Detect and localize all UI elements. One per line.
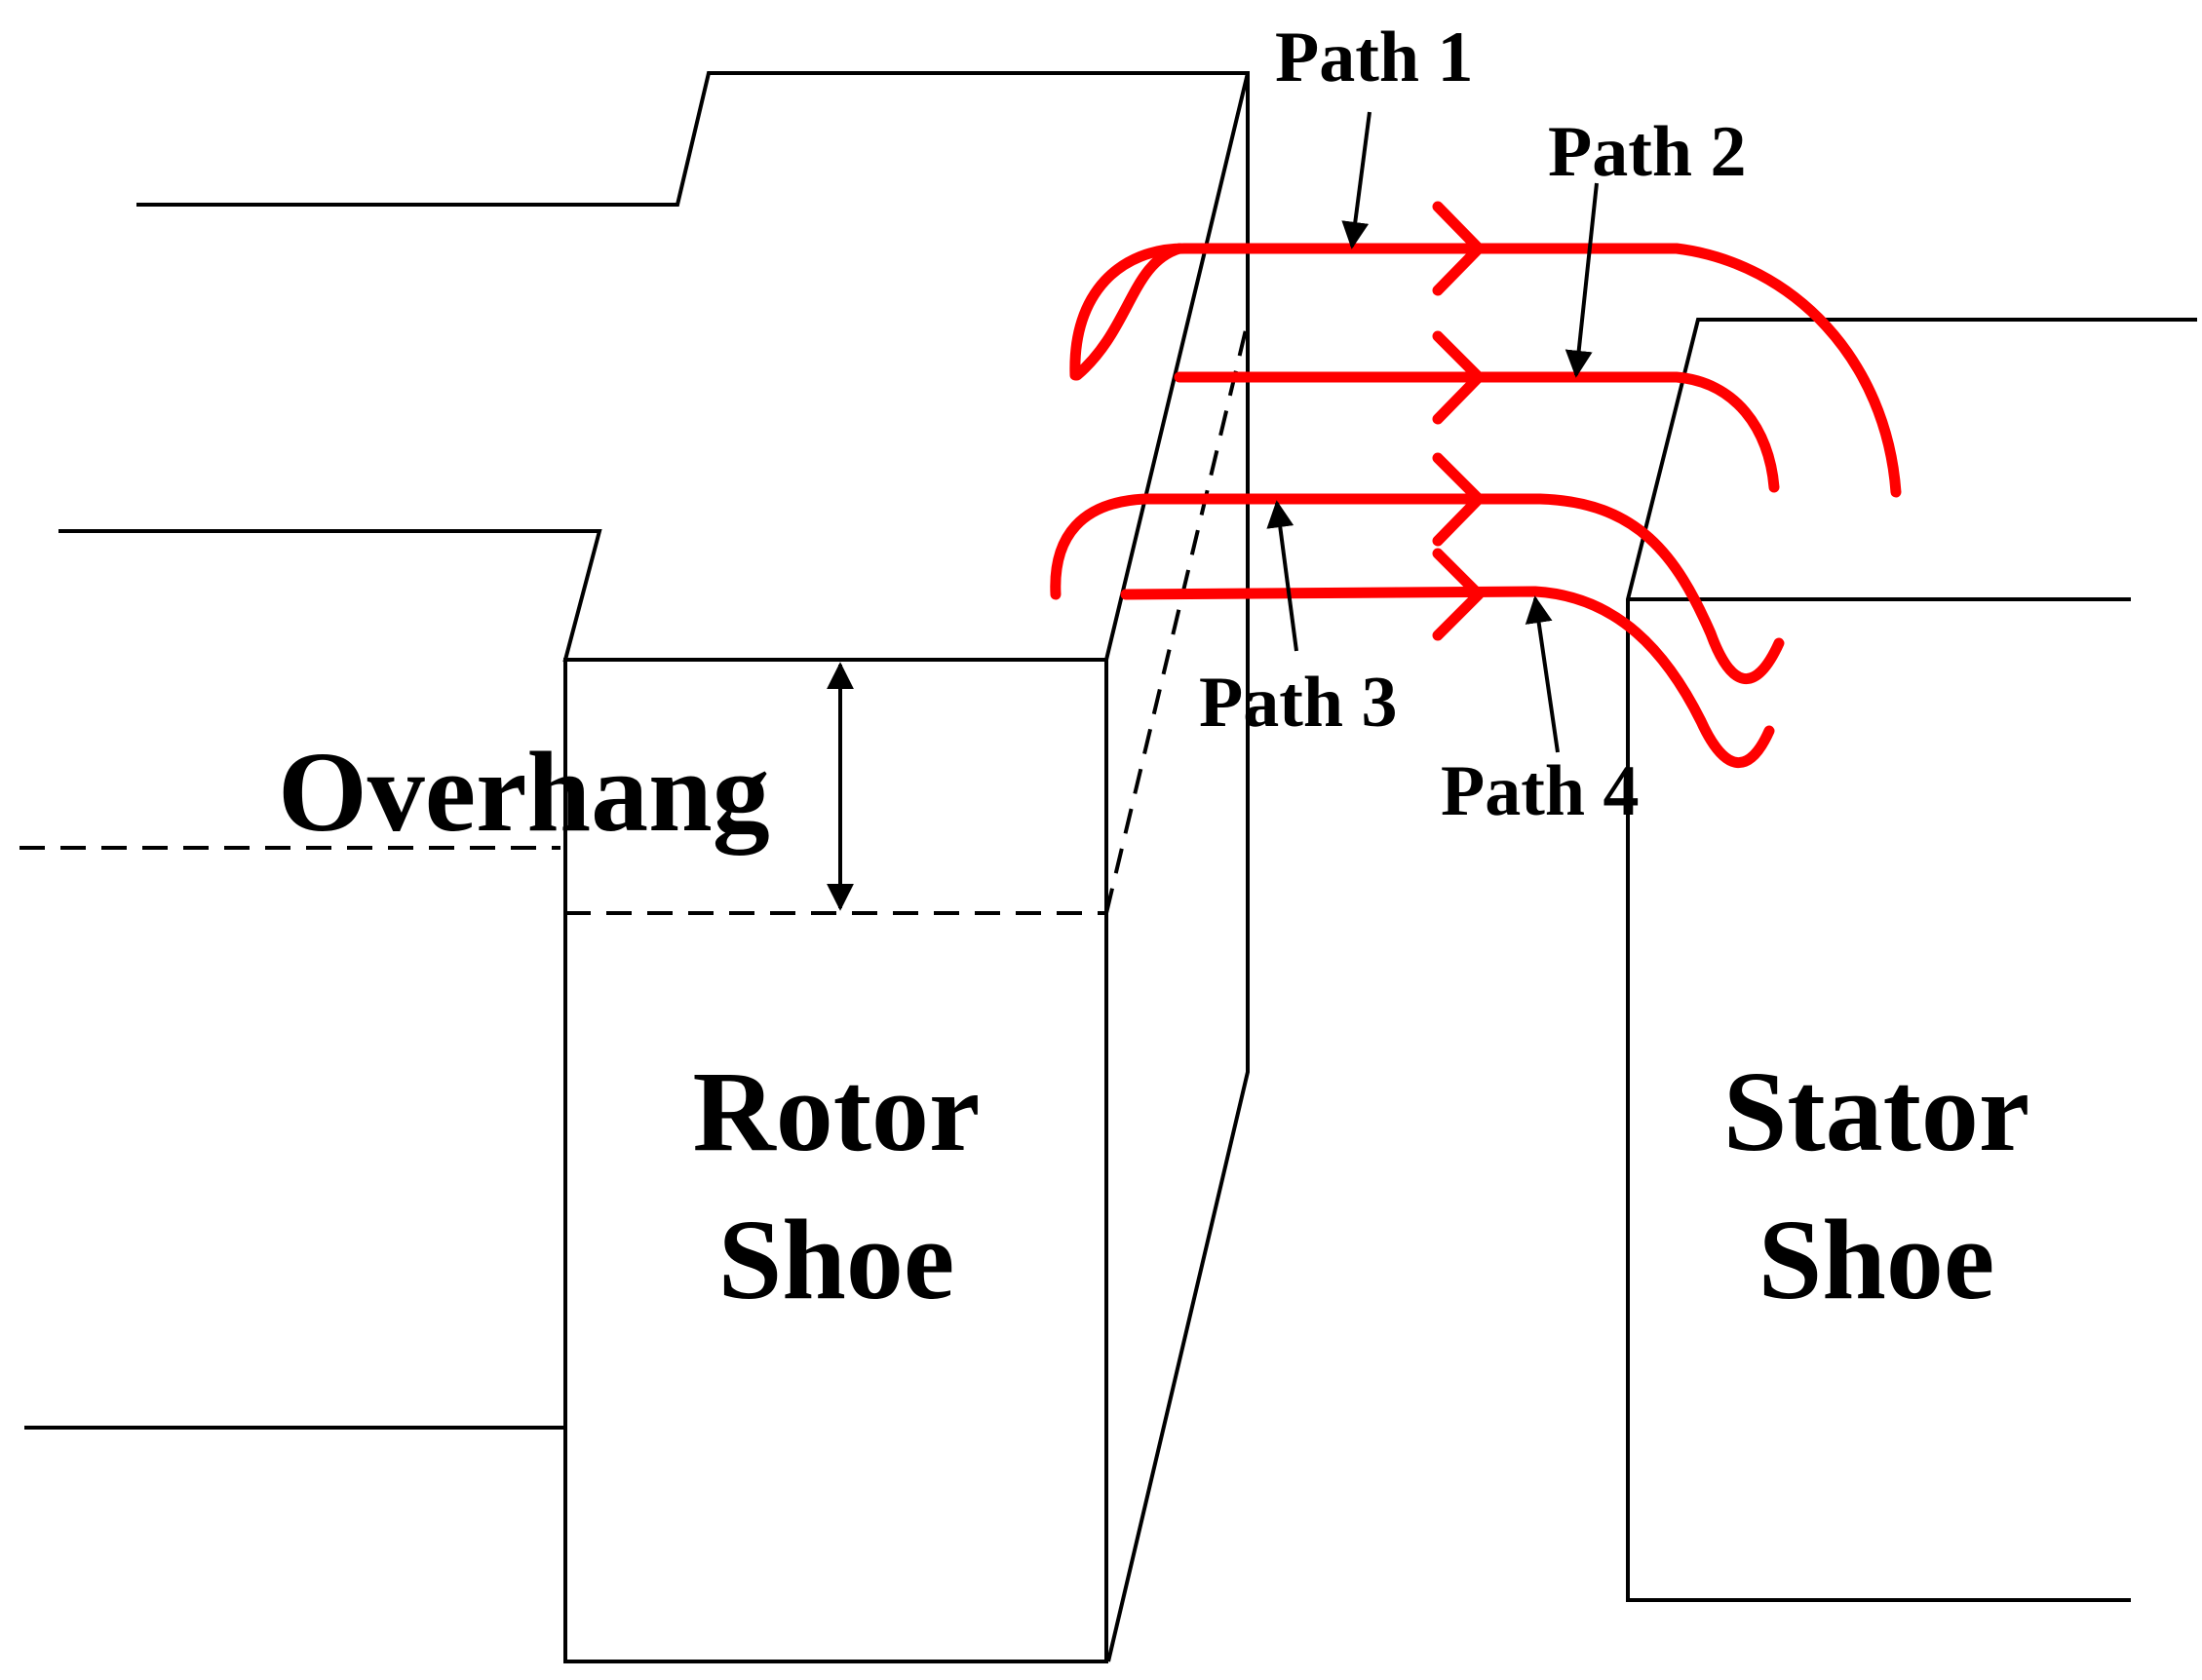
- path-1-pointer-arrow: [1341, 111, 1371, 249]
- rotor-shoe-body: [563, 658, 1108, 1663]
- path-2-pointer-arrow: [1565, 182, 1599, 378]
- flux-path-2: [1174, 371, 1780, 493]
- flux-path-1: [1069, 243, 1902, 498]
- hidden-edge-dashed-line: [1104, 321, 1250, 914]
- flux-path-4-chevron: [1432, 548, 1485, 641]
- rotor-middle-step-outline: [58, 72, 1250, 662]
- flux-path-2-chevron: [1432, 330, 1485, 425]
- flux-path-4: [1120, 586, 1775, 768]
- overhang-label: Overhang: [278, 728, 770, 856]
- path-3-pointer-arrow: [1266, 500, 1298, 652]
- flux-path-3-chevron: [1432, 452, 1485, 547]
- path-3-label: Path 3: [1199, 663, 1398, 743]
- path-2-label: Path 2: [1548, 112, 1747, 192]
- path-4-label: Path 4: [1441, 751, 1640, 831]
- path-1-label: Path 1: [1275, 18, 1474, 97]
- stator-shoe-outline: [1626, 318, 2197, 1602]
- rotor-shoe-label-line-2: Shoe: [718, 1196, 955, 1323]
- flux-path-3: [1050, 493, 1785, 685]
- flux-paths: [1050, 201, 1902, 768]
- flux-path-1: [1071, 243, 1185, 381]
- stator-shoe-label-line-2: Shoe: [1758, 1196, 1995, 1323]
- stator-shoe-label-line-1: Stator: [1723, 1048, 2030, 1175]
- flux-path-1-chevron: [1432, 201, 1485, 296]
- rotor-shoe-label-line-1: Rotor: [693, 1048, 981, 1175]
- path-4-pointer-arrow: [1525, 595, 1560, 753]
- rotor-top-step-outline: [136, 71, 1250, 1662]
- stator-structure: [1626, 318, 2197, 1602]
- rotor-structure: [19, 71, 1250, 1663]
